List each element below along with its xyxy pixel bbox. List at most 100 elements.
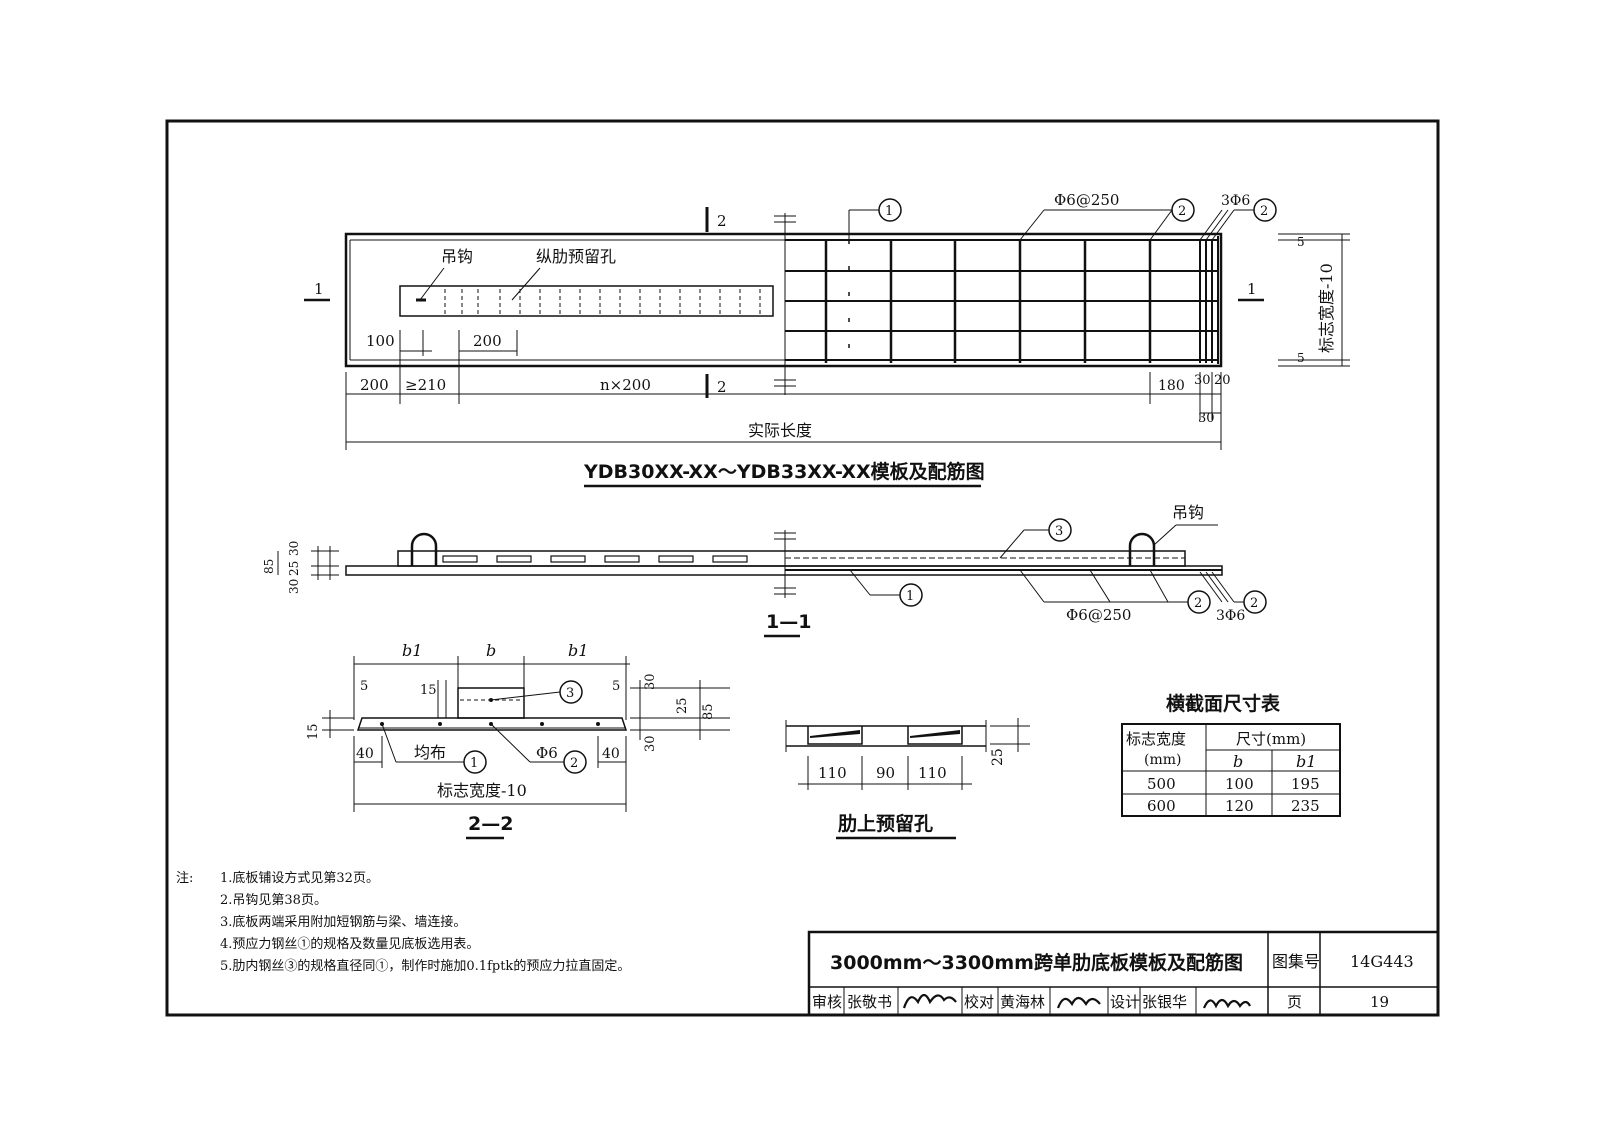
plan-hole-label: 纵肋预留孔	[536, 247, 616, 266]
size-table-row2-b1: 235	[1291, 797, 1320, 815]
title-block-checker: 黄海林	[1000, 993, 1045, 1011]
plan-dim-5b: 5	[1297, 351, 1305, 365]
rib-holes-detail: 110 90 110 25 肋上预留孔	[785, 718, 1030, 840]
size-table: 横截面尺寸表 标志宽度 (mm) 尺寸(mm) b b1 500 100 195…	[1121, 692, 1341, 817]
s11-callout-2: 2	[1194, 596, 1202, 611]
s22-dim-40l: 40	[356, 746, 374, 762]
note-item-3: 3.底板两端采用附加短钢筋与梁、墙连接。	[220, 915, 467, 930]
plan-dim-100: 100	[366, 332, 395, 350]
title-block: 3000mm～3300mm跨单肋底板模板及配筋图 图集号 14G443 审核 张…	[807, 930, 1440, 1017]
section-2-2: b1 b b1 5 5 15 15 30 25 85 30 40 40 均布	[306, 641, 730, 840]
size-table-row1-b: 100	[1225, 775, 1254, 793]
s22-label-even: 均布	[414, 743, 446, 762]
s22-dim-15b: 15	[306, 723, 321, 740]
plan-title: YDB30XX-XX～YDB33XX-XX模板及配筋图	[583, 460, 985, 483]
s22-b: b	[486, 641, 496, 660]
s11-dim-85: 85	[262, 559, 276, 574]
s11-dim-25: 25	[287, 561, 301, 576]
s22-dim-25: 25	[675, 697, 690, 714]
rib-title: 肋上预留孔	[838, 812, 933, 835]
rib-dim-25: 25	[990, 748, 1006, 766]
plan-section-1-right: 1	[1247, 280, 1257, 298]
s22-callout-2: 2	[570, 756, 578, 771]
s11-callout-1: 1	[906, 589, 914, 604]
s11-dim-30: 30	[287, 579, 301, 594]
rib-dim-110a: 110	[818, 764, 847, 782]
s11-rebar-3phi6: 3Φ6	[1216, 608, 1245, 624]
plan-dim-200: 200	[473, 332, 502, 350]
rib-dim-110b: 110	[918, 764, 947, 782]
s22-dim-5l: 5	[360, 679, 368, 694]
plan-dim-width-minus: 标志宽度-10	[1317, 263, 1336, 353]
plan-callout-2: 2	[1178, 204, 1186, 219]
s22-callout-3: 3	[566, 686, 574, 701]
s22-dim-5r: 5	[612, 679, 620, 694]
s11-dim-30b: 30	[287, 541, 301, 556]
title-block-page-label: 页	[1287, 993, 1302, 1011]
plan-dim-actual-length: 实际长度	[748, 421, 812, 440]
size-table-col-b1: b1	[1296, 752, 1316, 771]
note-item-4: 4.预应力钢丝①的规格及数量见底板选用表。	[220, 937, 480, 952]
s22-b1-left: b1	[402, 641, 422, 660]
sheet-frame	[165, 119, 1440, 1017]
plan-section-2-bottom: 2	[717, 378, 727, 396]
plan-rebar-3phi6: 3Φ6	[1221, 193, 1250, 209]
s22-dim-30b: 30	[643, 735, 658, 752]
checker-signature	[1056, 996, 1101, 1009]
plan-section-2-top: 2	[717, 212, 727, 230]
size-table-row2-b: 120	[1225, 797, 1254, 815]
reviewer-signature	[902, 993, 957, 1009]
plan-rebar-spacing: Φ6@250	[1054, 191, 1119, 209]
s11-rebar-spacing: Φ6@250	[1066, 606, 1131, 624]
plan-dim-200-start: 200	[360, 376, 389, 394]
title-block-atlas-label: 图集号	[1272, 952, 1320, 971]
rib-dim-90: 90	[876, 764, 895, 782]
size-table-row1-b1: 195	[1291, 775, 1320, 793]
s11-hook-label: 吊钩	[1172, 503, 1204, 522]
plan-dim-nx200: n×200	[600, 376, 651, 394]
plan-callout-2b: 2	[1260, 204, 1268, 219]
plan-section-1-left: 1	[314, 280, 324, 298]
notes-head: 注:	[176, 871, 194, 886]
plan-dim-20: 20	[1214, 373, 1231, 388]
s22-label-phi6: Φ6	[536, 744, 558, 762]
plan-dim-30a: 30	[1194, 373, 1211, 388]
note-item-5: 5.肋内钢丝③的规格直径同①，制作时施加0.1fptk的预应力拉直固定。	[220, 959, 631, 974]
plan-dim-180: 180	[1158, 378, 1185, 394]
s22-callout-1: 1	[470, 756, 478, 771]
title-block-atlas-no: 14G443	[1350, 952, 1414, 971]
size-table-row1-width: 500	[1147, 775, 1176, 793]
plan-view: 吊钩 纵肋预留孔 100 200 200 ≥210 n×200 实际长度 180…	[304, 191, 1350, 488]
s22-title: 2—2	[468, 813, 513, 835]
size-table-col-size: 尺寸(mm)	[1236, 730, 1306, 748]
plan-callout-1: 1	[885, 204, 893, 219]
size-table-col-width: 标志宽度	[1126, 730, 1186, 748]
s22-dim-30: 30	[643, 673, 658, 690]
plan-dim-ge210: ≥210	[405, 376, 446, 394]
plan-hook-label: 吊钩	[441, 247, 473, 266]
s22-dim-40r: 40	[602, 746, 620, 762]
note-item-2: 2.吊钩见第38页。	[220, 893, 327, 908]
s11-title: 1—1	[766, 611, 811, 633]
title-block-page-no: 19	[1370, 993, 1389, 1011]
title-block-reviewer: 张敬书	[847, 993, 892, 1011]
section-1-1: 85 30 25 30 3 吊钩 1 2 2 Φ6@250 3Φ6 1—1	[262, 503, 1267, 638]
s22-b1-right: b1	[568, 641, 588, 660]
title-block-designer: 张银华	[1142, 993, 1187, 1011]
s22-dim-15a: 15	[420, 683, 437, 698]
plan-dim-30b: 30	[1198, 411, 1215, 426]
s11-callout-3: 3	[1055, 524, 1063, 539]
note-item-1: 1.底板铺设方式见第32页。	[220, 871, 379, 886]
s22-dim-width-minus: 标志宽度-10	[437, 781, 527, 800]
title-block-check-label: 校对	[964, 993, 994, 1011]
designer-signature	[1202, 998, 1251, 1009]
s11-callout-2b: 2	[1250, 596, 1258, 611]
size-table-col-width-unit: (mm)	[1144, 752, 1181, 768]
title-block-design-label: 设计	[1110, 993, 1140, 1011]
size-table-title: 横截面尺寸表	[1166, 692, 1281, 715]
size-table-row2-width: 600	[1147, 797, 1176, 815]
title-block-review-label: 审核	[812, 993, 842, 1011]
s22-dim-85: 85	[701, 703, 716, 720]
plan-dim-5a: 5	[1297, 235, 1305, 249]
